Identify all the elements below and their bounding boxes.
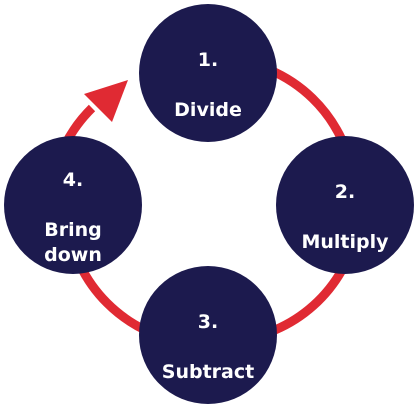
step-number: 4. <box>62 168 84 191</box>
step-subtract-node: 3. Subtract <box>139 266 277 404</box>
step-number: 2. <box>334 181 356 203</box>
step-bring-down-node: 4. Bring down <box>4 136 142 274</box>
step-divide-node: 1. Divide <box>139 4 277 142</box>
step-divide-text: 1. Divide <box>174 23 242 123</box>
step-number: 1. <box>197 49 219 71</box>
arc-1-to-2 <box>268 65 347 142</box>
arc-3-to-4 <box>75 262 148 335</box>
step-multiply-text: 2. Multiply <box>301 155 388 255</box>
step-multiply-node: 2. Multiply <box>276 136 414 274</box>
arrowhead-icon <box>84 80 128 122</box>
step-label: Multiply <box>301 231 389 253</box>
step-number: 3. <box>197 311 219 333</box>
step-label: Subtract <box>161 361 255 383</box>
step-subtract-text: 3. Subtract <box>162 285 254 385</box>
arc-2-to-3 <box>273 267 346 335</box>
step-bring-down-text: 4. Bring down <box>44 143 102 268</box>
step-label: Bring down <box>44 218 102 266</box>
step-label: Divide <box>174 99 242 121</box>
